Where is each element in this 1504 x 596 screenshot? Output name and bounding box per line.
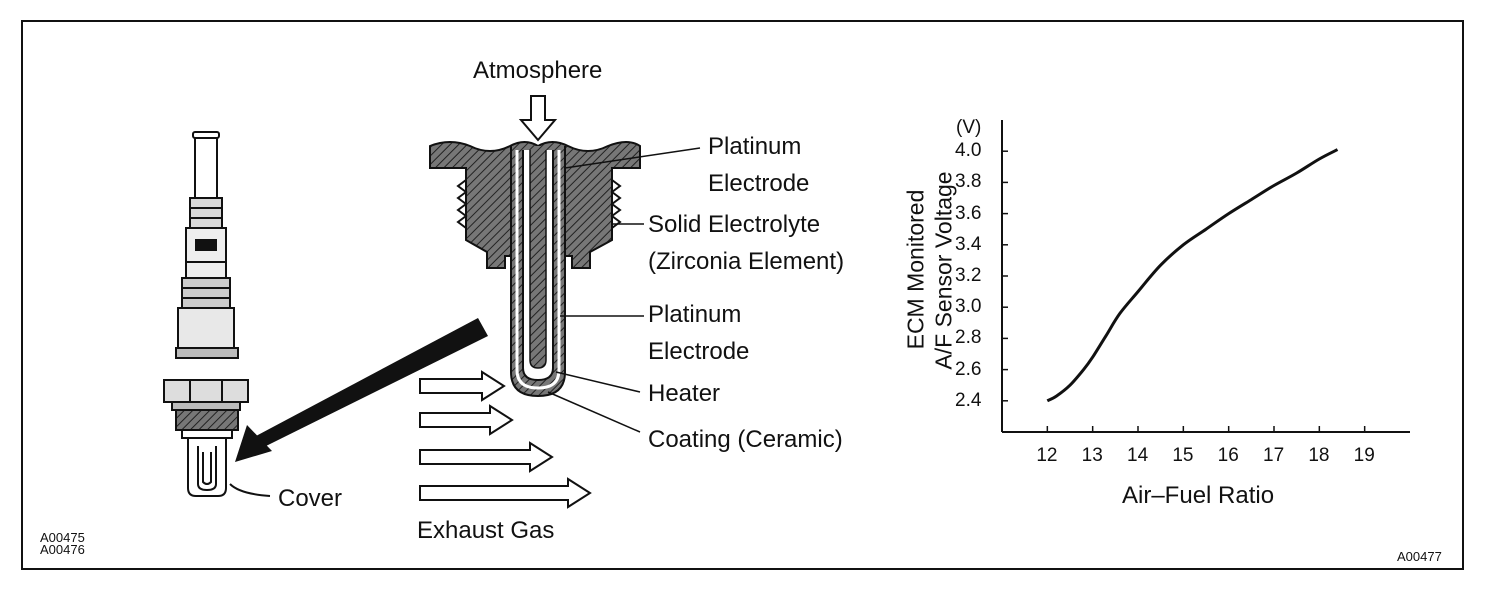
label-platinum-electrode-bottom-1: Platinum [648, 301, 742, 328]
label-cover: Cover [278, 485, 343, 512]
oxygen-sensor [163, 131, 249, 497]
label-heater: Heater [648, 380, 721, 407]
sensor-element-cross-section [429, 95, 641, 398]
y-tick-label: 3.6 [955, 202, 982, 224]
x-tick-label: 17 [1263, 445, 1285, 466]
atmosphere-arrow [518, 95, 558, 142]
label-exhaust-gas: Exhaust Gas [417, 517, 555, 544]
y-tick-label: 2.6 [955, 358, 982, 380]
exhaust-gas-arrows [419, 370, 592, 509]
y-tick-label: 3.2 [955, 265, 982, 286]
voltage-curve [1046, 148, 1339, 403]
x-tick-label: 16 [1217, 445, 1239, 466]
y-axis-label-line-1: ECM Monitored [902, 189, 929, 350]
figure-code-right: A00477 [1397, 549, 1442, 564]
leader-lines [547, 147, 701, 433]
figure-frame [21, 20, 1464, 570]
x-tick-label: 15 [1172, 445, 1194, 466]
y-tick-label: 3.8 [955, 171, 982, 193]
y-tick-label: 2.8 [955, 327, 982, 349]
y-tick-label: 4.0 [955, 140, 982, 162]
y-tick-label: 3.0 [955, 296, 982, 318]
x-tick-label: 14 [1127, 445, 1149, 466]
x-tick-label: 13 [1081, 445, 1103, 466]
figure-code-left-1: A00475 [40, 530, 85, 545]
y-tick-label: 2.4 [955, 389, 982, 411]
label-platinum-electrode-top-1: Platinum [708, 133, 802, 160]
label-coating: Coating (Ceramic) [648, 426, 843, 453]
label-atmosphere: Atmosphere [473, 57, 603, 84]
x-tick-label: 18 [1308, 445, 1330, 466]
x-axis-label: Air–Fuel Ratio [1122, 482, 1275, 509]
x-tick-label: 12 [1036, 445, 1058, 466]
y-axis-label-line-2: A/F Sensor Voltage [930, 171, 957, 370]
label-solid-electrolyte-2: (Zirconia Element) [648, 248, 845, 275]
label-platinum-electrode-bottom-2: Electrode [648, 338, 750, 365]
label-platinum-electrode-top-2: Electrode [708, 170, 810, 197]
pointer-arrow [235, 318, 488, 462]
figure-code-left-2: A00476 [40, 542, 85, 557]
y-axis-unit: (V) [956, 117, 982, 138]
voltage-chart [1001, 120, 1410, 433]
y-tick-label: 3.4 [955, 233, 982, 255]
cover-leader-line [229, 483, 271, 497]
x-tick-label: 19 [1353, 445, 1375, 466]
label-solid-electrolyte-1: Solid Electrolyte [648, 211, 821, 238]
